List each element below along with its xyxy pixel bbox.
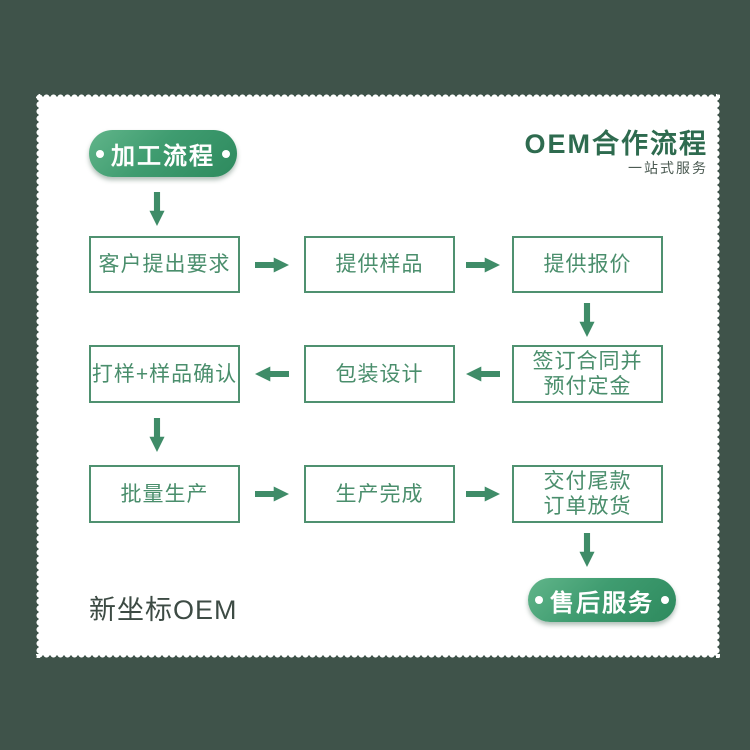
flow-box-provide-sample: 提供样品: [304, 236, 455, 293]
end-badge-label: 售后服务: [550, 589, 654, 617]
flow-box-sign-contract: 签订合同并 预付定金: [512, 345, 663, 403]
flow-box-label: 预付定金: [543, 375, 632, 398]
flow-box-final-payment: 交付尾款 订单放货: [512, 465, 663, 523]
flow-box-label: 包装设计: [335, 362, 424, 386]
flow-box-label: 签订合同并: [532, 350, 643, 373]
start-badge-label: 加工流程: [111, 143, 215, 170]
arrow-down-icon: [579, 533, 595, 567]
flow-box-production-done: 生产完成: [304, 465, 455, 523]
arrow-down-icon: [579, 303, 595, 337]
page-title: OEM合作流程: [524, 129, 708, 159]
flow-box-label: 交付尾款: [543, 470, 632, 493]
flow-box-label: 提供报价: [543, 253, 632, 276]
brand-text: 新坐标OEM: [89, 595, 238, 625]
flow-box-mass-production: 批量生产: [89, 465, 240, 523]
bullet-dot-icon: [96, 149, 104, 158]
arrow-down-icon: [149, 418, 165, 452]
bullet-dot-icon: [535, 596, 543, 604]
end-badge: 售后服务: [528, 578, 676, 622]
flow-box-provide-quote: 提供报价: [512, 236, 663, 293]
flow-box-label: 批量生产: [120, 482, 209, 506]
arrow-left-icon: [466, 366, 500, 382]
flow-box-package-design: 包装设计: [304, 345, 455, 403]
flow-box-label: 提供样品: [335, 253, 424, 276]
stamp-card: OEM合作流程 一站式服务 加工流程 客户提出要求 提供样品 提供报价 签订合同…: [36, 94, 720, 658]
page-subtitle: 一站式服务: [628, 160, 708, 176]
arrow-right-icon: [466, 257, 500, 273]
flow-box-sample-confirm: 打样+样品确认: [89, 345, 240, 403]
bullet-dot-icon: [661, 596, 669, 604]
flow-box-label: 打样+样品确认: [91, 362, 238, 386]
bullet-dot-icon: [222, 149, 230, 158]
arrow-left-icon: [255, 366, 289, 382]
arrow-right-icon: [255, 257, 289, 273]
flow-box-label: 订单放货: [543, 495, 632, 518]
arrow-right-icon: [255, 486, 289, 502]
flow-box-label: 生产完成: [335, 482, 424, 506]
flow-box-label: 客户提出要求: [98, 253, 231, 276]
start-badge: 加工流程: [89, 130, 237, 177]
arrow-right-icon: [466, 486, 500, 502]
flow-box-customer-request: 客户提出要求: [89, 236, 240, 293]
arrow-down-icon: [149, 192, 165, 226]
